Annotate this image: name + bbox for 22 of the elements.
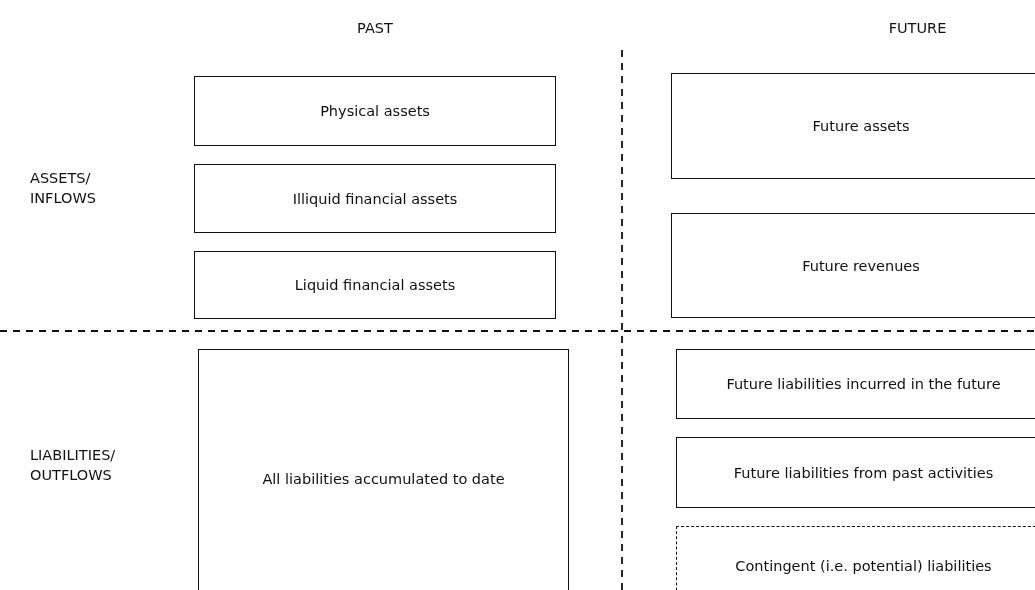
category-box: [676, 349, 1035, 419]
box-label: Liquid financial assets: [293, 277, 457, 293]
category-box: [194, 76, 556, 146]
box-label: Future liabilities incurred in the future: [725, 376, 1002, 392]
box-label: All liabilities accumulated to date: [261, 471, 506, 487]
box-label: Future liabilities from past activities: [732, 464, 995, 481]
category-box: [194, 164, 556, 233]
category-box: [671, 73, 1035, 179]
row-heading: LIABILITIES/ OUTFLOWS: [30, 446, 117, 485]
box-label: Future assets: [811, 118, 911, 134]
box-label: Physical assets: [319, 103, 431, 119]
box-label: Contingent (i.e. potential) liabilities: [734, 558, 993, 574]
column-heading: PAST: [356, 19, 394, 38]
category-box: [194, 251, 556, 319]
column-heading: FUTURE: [887, 19, 948, 38]
category-box: [671, 213, 1035, 318]
category-box: [198, 349, 569, 590]
category-box: [676, 437, 1035, 508]
box-label: Illiquid financial assets: [291, 190, 459, 207]
box-label: Future revenues: [801, 257, 921, 274]
category-box: [676, 526, 1035, 590]
row-heading: ASSETS/ INFLOWS: [30, 169, 97, 208]
